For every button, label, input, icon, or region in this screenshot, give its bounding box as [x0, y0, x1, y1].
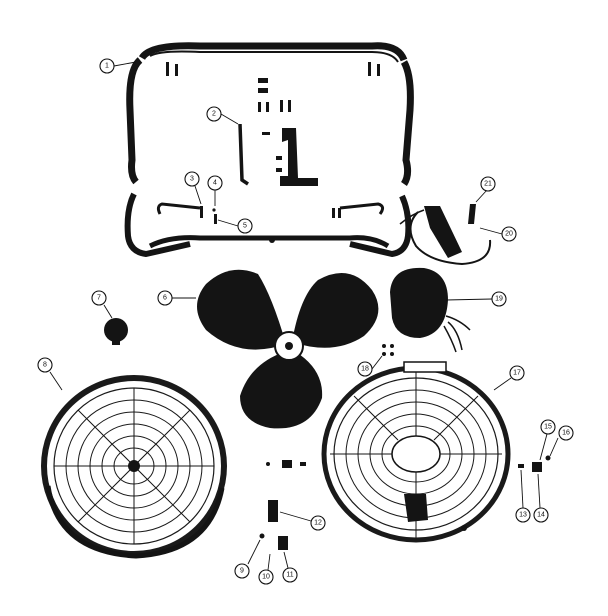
callout-5: 5 — [237, 218, 253, 234]
callout-7: 7 — [91, 290, 107, 306]
callout-3: 3 — [184, 171, 200, 187]
callout-19: 19 — [491, 291, 507, 307]
front-guard — [41, 375, 227, 559]
callout-6: 6 — [157, 290, 173, 306]
fan-blade — [197, 269, 379, 429]
callout-9: 9 — [234, 563, 250, 579]
blade-hardware — [382, 344, 394, 356]
svg-text:5: 5 — [243, 223, 247, 230]
svg-text:17: 17 — [513, 370, 521, 377]
callout-21: 21 — [480, 176, 496, 192]
mounting-bracket — [238, 78, 318, 186]
control-knob — [104, 318, 128, 345]
svg-text:3: 3 — [190, 176, 194, 183]
callout-12: 12 — [310, 515, 326, 531]
fan-motor — [390, 267, 471, 353]
callout-20: 20 — [501, 226, 517, 242]
svg-text:18: 18 — [361, 366, 369, 373]
callout-14: 14 — [533, 507, 549, 523]
callout-2: 2 — [206, 106, 222, 122]
switch-assembly — [259, 460, 306, 550]
callout-16: 16 — [558, 425, 574, 441]
leader-lines — [49, 61, 559, 571]
svg-text:2: 2 — [212, 111, 216, 118]
callout-18: 18 — [357, 361, 373, 377]
svg-text:7: 7 — [97, 295, 101, 302]
svg-text:13: 13 — [519, 512, 527, 519]
svg-text:10: 10 — [262, 574, 270, 581]
svg-text:11: 11 — [286, 572, 293, 579]
callout-17: 17 — [509, 365, 525, 381]
svg-text:21: 21 — [484, 181, 492, 188]
callout-15: 15 — [540, 419, 556, 435]
svg-text:19: 19 — [495, 296, 503, 303]
svg-text:6: 6 — [163, 295, 167, 302]
power-cord — [399, 204, 492, 266]
svg-text:16: 16 — [562, 430, 570, 437]
callout-8: 8 — [37, 357, 53, 373]
rear-guard — [321, 361, 511, 543]
svg-text:12: 12 — [314, 520, 322, 527]
svg-text:1: 1 — [105, 63, 109, 70]
svg-text:8: 8 — [43, 362, 47, 369]
callout-4: 4 — [207, 175, 223, 191]
callout-11: 11 — [282, 567, 298, 583]
callout-13: 13 — [515, 507, 531, 523]
svg-text:14: 14 — [537, 512, 545, 519]
svg-text:4: 4 — [213, 180, 217, 187]
svg-text:15: 15 — [544, 424, 552, 431]
knob-hardware — [518, 455, 551, 472]
fan-frame — [124, 42, 414, 258]
svg-text:9: 9 — [240, 568, 244, 575]
svg-text:20: 20 — [505, 231, 513, 238]
frame-hardware — [200, 206, 341, 224]
callout-10: 10 — [258, 569, 274, 585]
callout-1: 1 — [99, 58, 115, 74]
